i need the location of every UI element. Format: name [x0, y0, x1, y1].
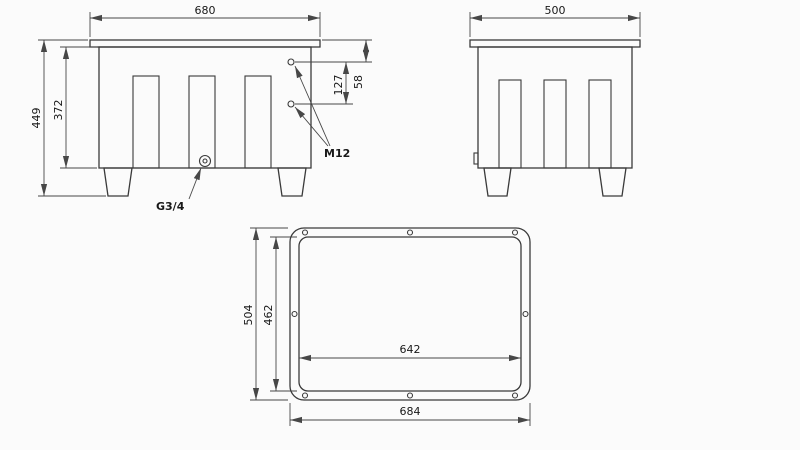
dim-front-total-height: 449 [30, 108, 43, 129]
leader-line [188, 167, 202, 200]
dim-top-inner-height: 462 [262, 305, 275, 326]
dim-top-outer-height: 504 [242, 305, 255, 326]
drain-thread-label: G3/4 [156, 200, 185, 213]
side-rib [543, 79, 567, 169]
side-foot-right [598, 167, 627, 197]
front-rib [188, 75, 216, 169]
leader-line [294, 65, 331, 147]
side-rib [498, 79, 522, 169]
dim-top-outer-width: 684 [400, 405, 421, 418]
bolt-hole [406, 392, 414, 399]
front-view-dimensions: 680 449 372 127 58 [30, 4, 372, 197]
bolt-thread-label: M12 [324, 147, 350, 160]
front-foot-left [103, 167, 133, 197]
top-inner-opening [298, 236, 522, 392]
side-fitting-tab [473, 152, 479, 165]
leader-line [294, 106, 329, 147]
dim-bolt-pitch: 127 [332, 75, 345, 96]
dim-front-body-height: 372 [52, 100, 65, 121]
front-lid [89, 39, 321, 48]
bolt-hole [511, 229, 519, 236]
front-view [89, 39, 321, 197]
bolt-hole [406, 229, 414, 236]
bolt-hole [301, 392, 309, 399]
side-body [477, 46, 633, 169]
side-rib [588, 79, 612, 169]
bolt-point-lower [287, 100, 295, 108]
front-body [98, 46, 312, 169]
side-foot-left [483, 167, 512, 197]
front-rib [132, 75, 160, 169]
front-rib [244, 75, 272, 169]
side-view-dimensions: 500 [469, 4, 641, 37]
top-outer-flange [289, 227, 531, 401]
dim-side-width: 500 [545, 4, 566, 17]
bolt-hole [522, 310, 529, 318]
side-view [469, 39, 641, 197]
dim-bolt-offset: 58 [352, 75, 365, 89]
front-foot-right [277, 167, 307, 197]
side-lid [469, 39, 641, 48]
dim-front-width: 680 [195, 4, 216, 17]
drain-fitting [198, 154, 212, 168]
top-view-dimensions: 504 462 642 684 [242, 227, 531, 426]
bolt-point-upper [287, 58, 295, 66]
bolt-hole [511, 392, 519, 399]
bolt-hole [291, 310, 298, 318]
drain-fitting-bore [202, 158, 208, 164]
bolt-hole [301, 229, 309, 236]
dim-top-inner-width: 642 [400, 343, 421, 356]
top-view [289, 227, 531, 401]
front-view-labels: M12 G3/4 [156, 65, 350, 213]
